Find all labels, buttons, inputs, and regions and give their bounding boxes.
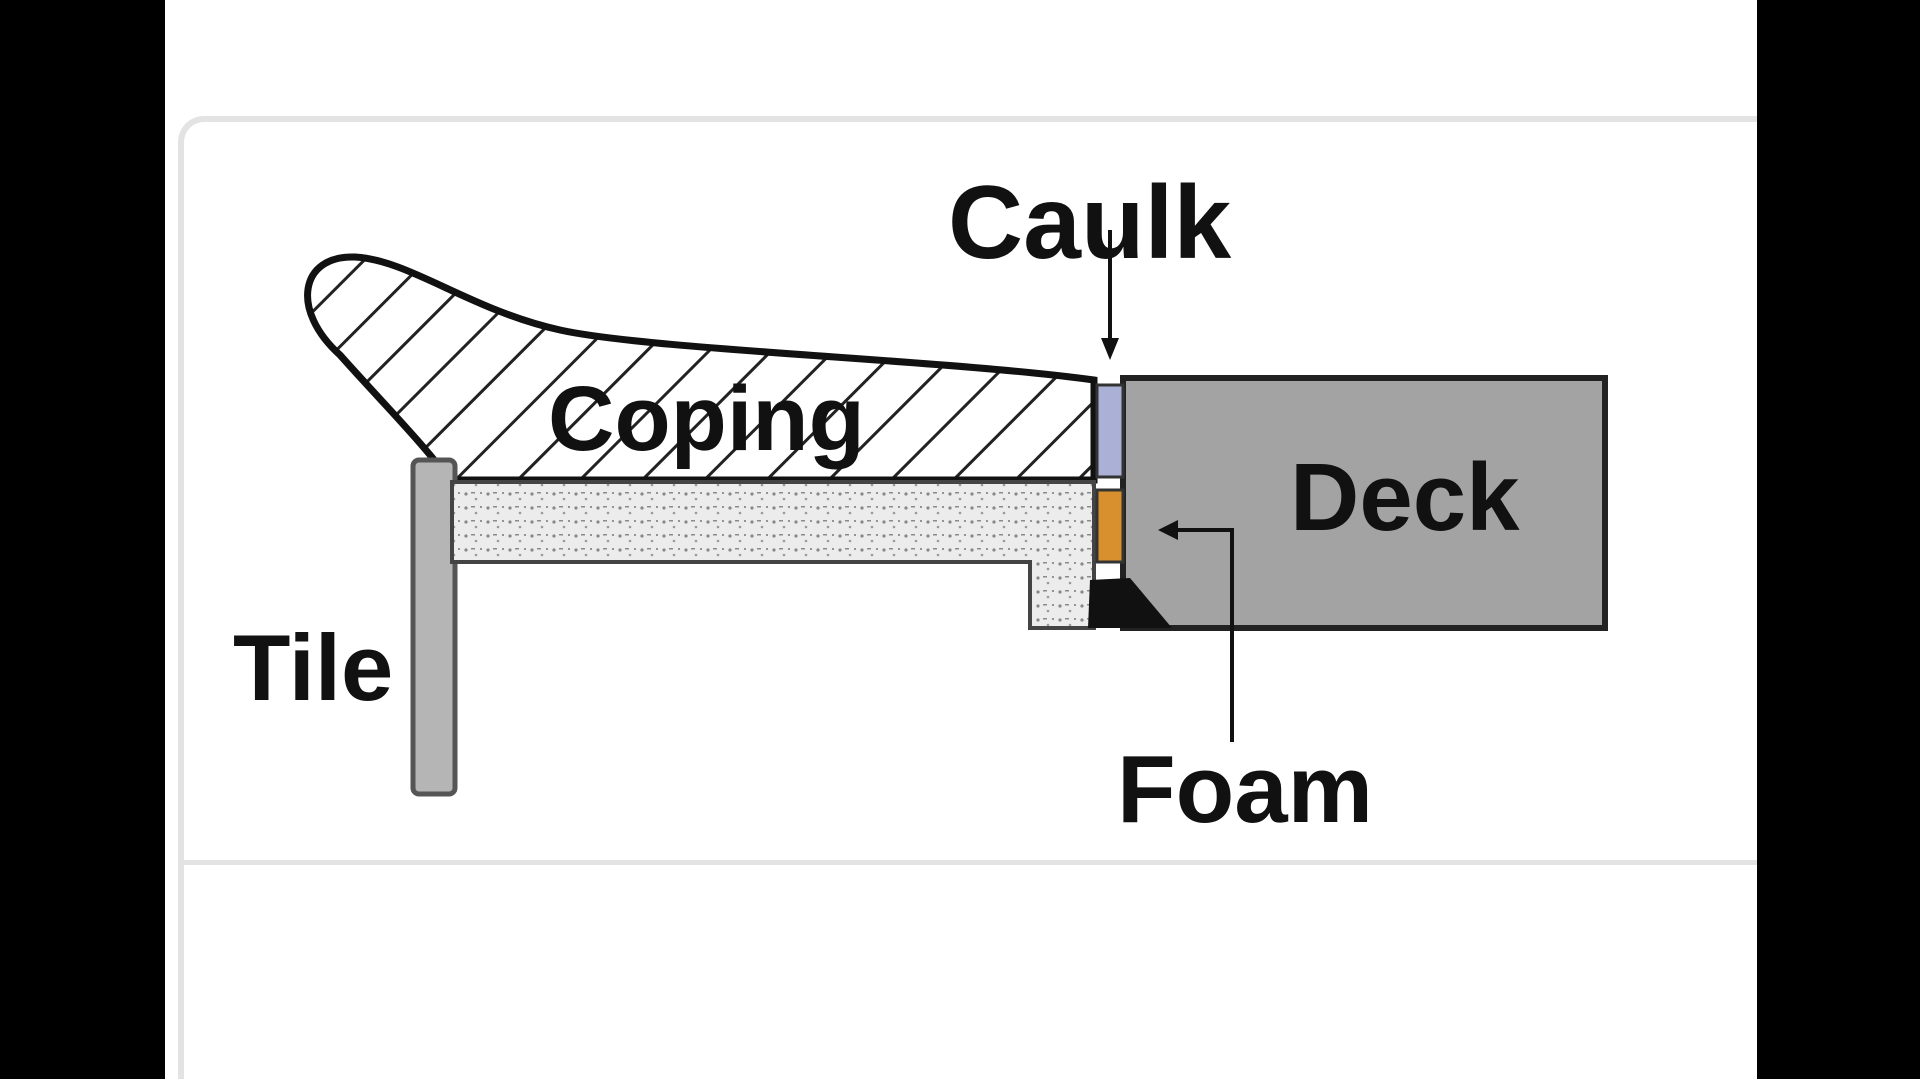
coping-label: Coping — [548, 368, 865, 470]
foam — [1095, 488, 1125, 564]
foam-label: Foam — [1117, 736, 1373, 843]
foam-arrow-head — [1158, 520, 1178, 540]
foam-leader-line — [1172, 528, 1234, 742]
caulk — [1095, 383, 1125, 479]
mortar-bed — [450, 480, 1096, 630]
caulk-arrow-head — [1101, 338, 1119, 360]
tile — [410, 457, 458, 797]
deck-label: Deck — [1290, 444, 1520, 551]
joint-backer — [1088, 578, 1172, 628]
card-divider — [184, 860, 1757, 865]
coping-stone — [304, 253, 1098, 484]
tile-label: Tile — [233, 615, 393, 720]
caulk-label: Caulk — [948, 165, 1231, 281]
right-black-bar — [1757, 0, 1920, 1079]
deck — [1120, 375, 1608, 631]
